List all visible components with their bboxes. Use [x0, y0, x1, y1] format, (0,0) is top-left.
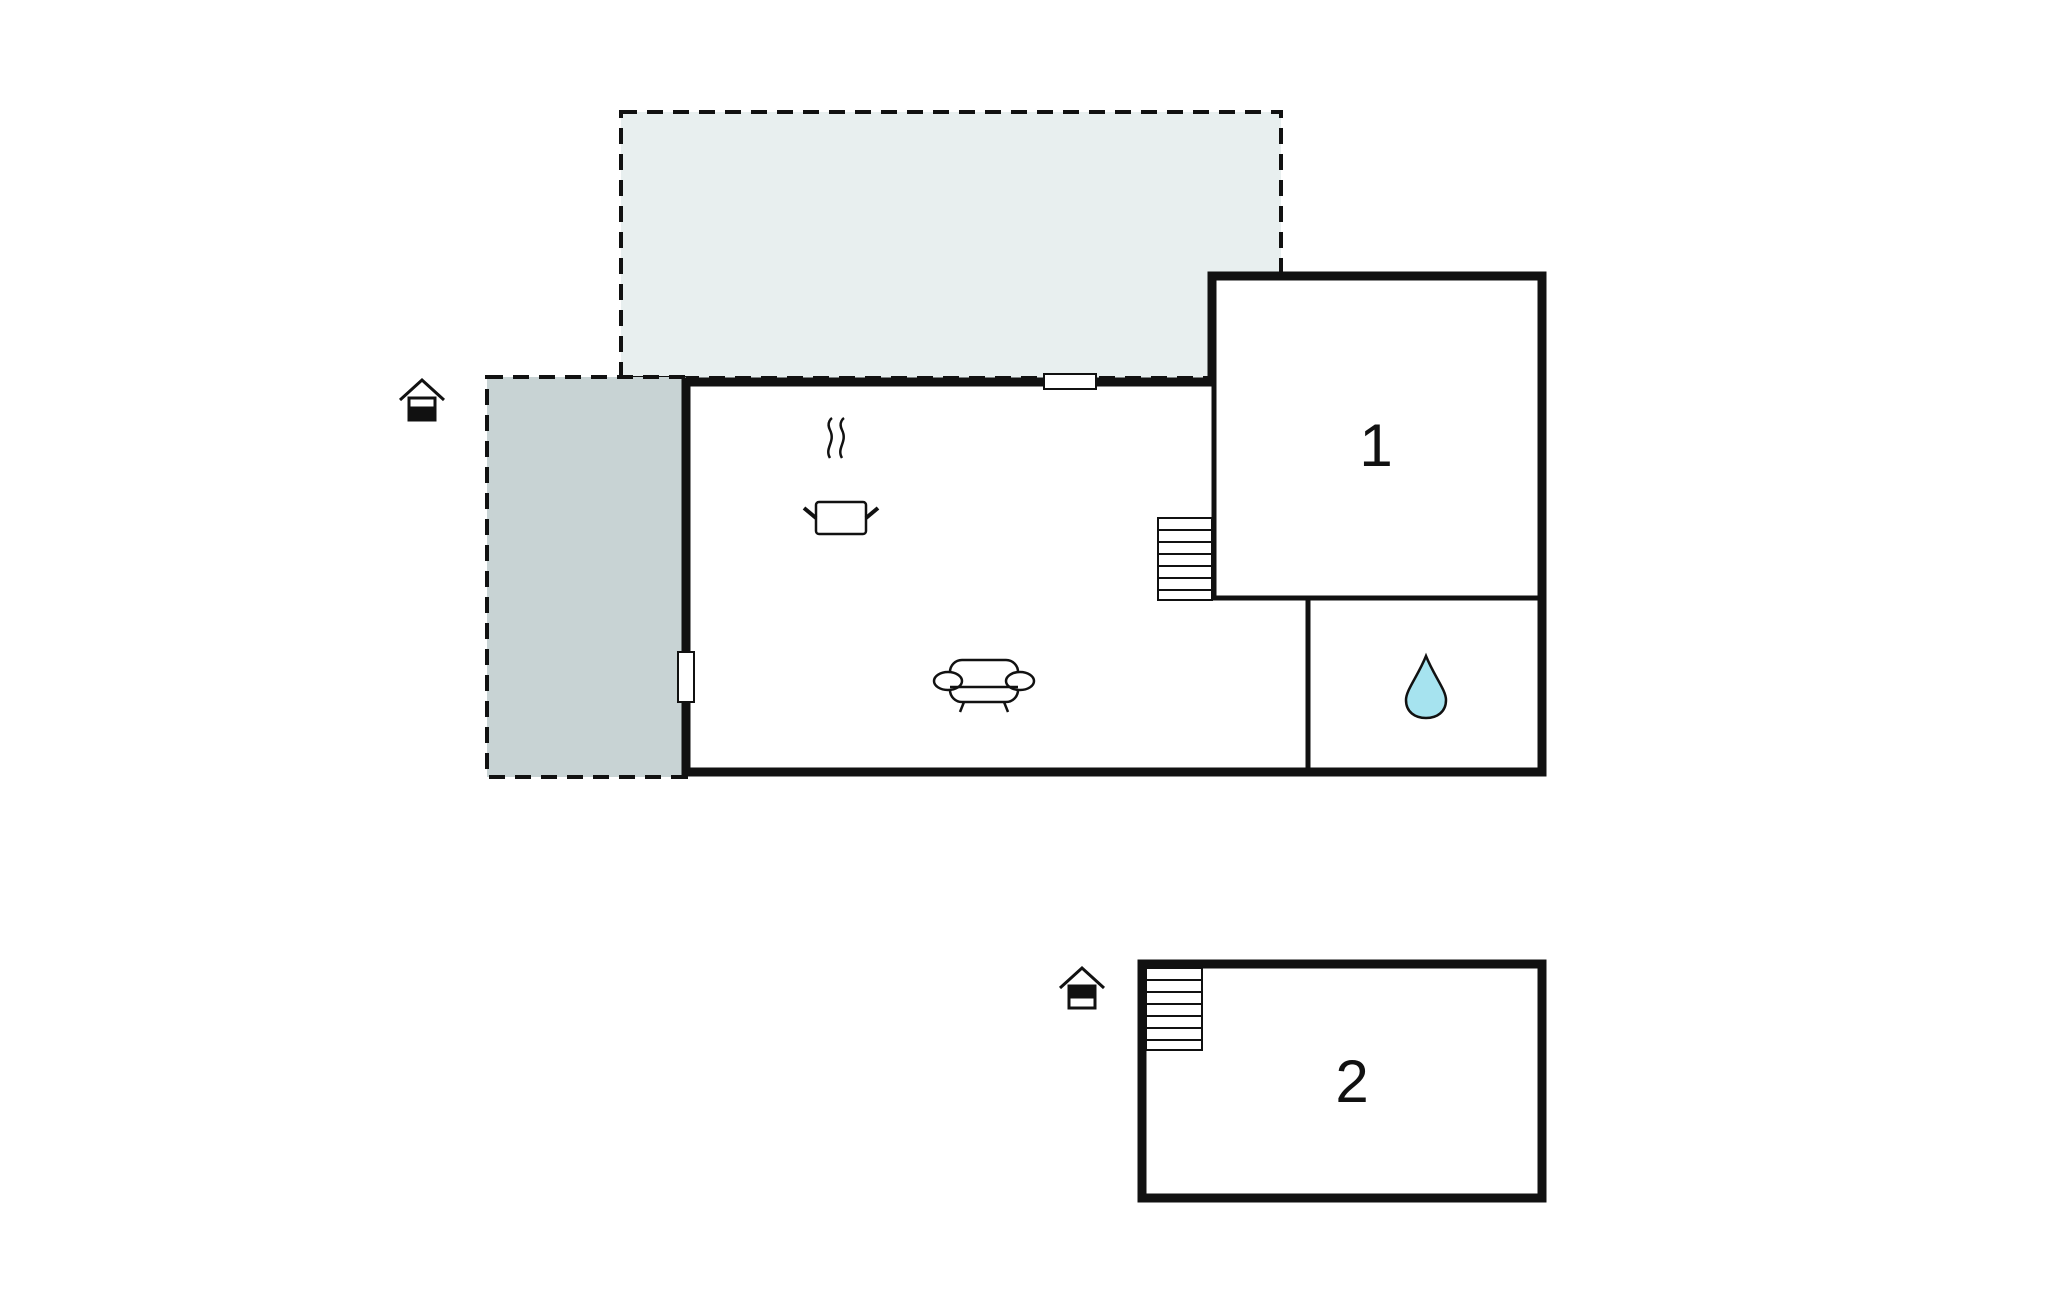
sofa-icon [932, 658, 1036, 713]
stairs-icon [1157, 517, 1213, 601]
house-floor-icon-upper [1058, 965, 1106, 1010]
terrace-top [619, 110, 1283, 380]
upper-floor-outer-wall [1137, 959, 1547, 1203]
room-label-2: 2 [1335, 1048, 1368, 1115]
window-top [1043, 373, 1097, 390]
cooking-pot-icon [802, 416, 880, 536]
room-label-1: 1 [1359, 412, 1392, 479]
terrace-left [485, 375, 688, 779]
living-room-floor [686, 380, 1214, 772]
bedroom-1-floor [1214, 278, 1540, 598]
house-floor-icon [398, 377, 446, 422]
water-drop-icon [1404, 652, 1448, 720]
door-left [677, 651, 695, 703]
stairs-icon-upper [1145, 967, 1203, 1051]
